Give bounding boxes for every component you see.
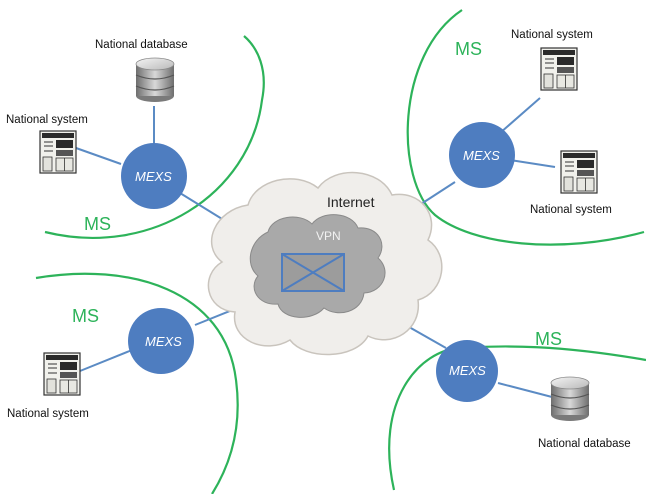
national-system-label-top-right-1: National system — [511, 29, 593, 41]
national-database-label-top: National database — [95, 39, 188, 51]
vpn-label: VPN — [316, 229, 341, 243]
national-system-label-bottom-left: National system — [7, 408, 89, 420]
ms-boundary-top-right — [406, 9, 645, 246]
ms-boundary-bottom-left — [35, 272, 239, 494]
ms-label-top-left: MS — [84, 214, 111, 234]
link-system-topright1-mexs — [499, 97, 541, 134]
ms-boundary-top-left — [44, 35, 265, 239]
link-mexs-bottomright-db — [497, 382, 553, 398]
mexs-node-bottom-right[interactable]: MEXS — [436, 340, 498, 402]
link-system-bottomleft-mexs — [79, 349, 133, 372]
server-icon — [43, 352, 81, 396]
mexs-label: MEXS — [135, 169, 172, 184]
server-icon — [560, 150, 598, 194]
link-system-topleft-mexs — [75, 147, 122, 165]
mexs-label: MEXS — [449, 363, 486, 378]
ms-label-top-right: MS — [455, 39, 482, 59]
server-icon — [540, 47, 578, 91]
internet-label: Internet — [327, 194, 375, 210]
national-system-label-top-left: National system — [6, 114, 88, 126]
ms-label-bottom-right: MS — [535, 329, 562, 349]
database-icon — [135, 57, 175, 103]
mexs-node-top-right[interactable]: MEXS — [449, 122, 515, 188]
national-system-label-top-right-2: National system — [530, 204, 612, 216]
mexs-node-top-left[interactable]: MEXS — [121, 143, 187, 209]
network-hub-icon — [281, 253, 345, 292]
national-database-label-bottom: National database — [538, 438, 631, 450]
ms-label-bottom-left: MS — [72, 306, 99, 326]
mexs-label: MEXS — [145, 334, 182, 349]
server-icon — [39, 130, 77, 174]
mexs-label: MEXS — [463, 148, 500, 163]
database-icon — [550, 376, 590, 422]
ms-boundary-bottom-right — [388, 345, 646, 491]
mexs-node-bottom-left[interactable]: MEXS — [128, 308, 194, 374]
link-system-topright2-mexs — [509, 159, 556, 168]
